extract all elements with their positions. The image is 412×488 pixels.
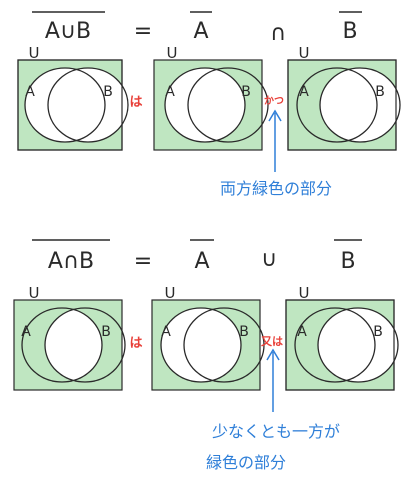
equals-sign: =: [134, 249, 152, 274]
union-operator: ∪: [261, 247, 277, 272]
annotation-note-line-2: 緑色の部分: [206, 453, 286, 472]
universe-label: U: [167, 44, 178, 62]
venn-panel-not-b: U A B: [287, 44, 401, 151]
set-a-label: A: [161, 324, 171, 340]
set-a-label: A: [297, 324, 307, 340]
set-b-circle: [44, 307, 126, 383]
set-b-label: B: [241, 84, 251, 100]
lhs-label: A∩B: [48, 249, 94, 274]
connector-wa: は: [129, 336, 142, 351]
connector-mataha: 又は: [260, 335, 283, 348]
set-b-circle: [187, 67, 269, 143]
annotation-arrow-head: [268, 109, 282, 122]
set-a-circle: [294, 307, 376, 383]
set-b-label: B: [103, 84, 113, 100]
set-b-circle: [319, 67, 401, 143]
annotation-note: 両方緑色の部分: [220, 179, 332, 198]
rhs-b-label: B: [340, 249, 355, 274]
venn-panel-lhs: U A B: [17, 44, 129, 151]
intersection-operator: ∩: [270, 21, 286, 46]
set-b-circle: [47, 67, 129, 143]
set-a-circle: [160, 307, 242, 383]
venn-panel-not-a: U A B: [153, 44, 269, 151]
set-a-circle-fill: [161, 308, 241, 382]
venn-panel-lhs: U A B: [13, 284, 126, 391]
annotation-note-line-1: 少なくとも一方が: [212, 422, 340, 441]
set-b-circle: [317, 307, 399, 383]
universe-label: U: [29, 284, 40, 302]
set-a-circle: [164, 67, 246, 143]
set-a-circle: [24, 67, 106, 143]
set-a-label: A: [25, 84, 35, 100]
rhs-b-label: B: [342, 19, 357, 44]
top-law: A∪B = A ∩ B U A B は U A B: [17, 11, 401, 198]
rhs-a-label: A: [193, 19, 208, 44]
set-b-label: B: [239, 324, 249, 340]
set-a-label: A: [299, 84, 309, 100]
venn-panel-not-b: U A B: [285, 284, 399, 391]
set-a-label: A: [21, 324, 31, 340]
universe-label: U: [299, 44, 310, 62]
set-b-label: B: [101, 324, 111, 340]
rhs-a-label: A: [194, 249, 209, 274]
venn-panel-not-a: U A B: [151, 284, 265, 391]
intersection-lens-fill: [45, 308, 102, 382]
connector-wa: は: [129, 95, 142, 110]
set-b-circle-fill: [48, 68, 128, 142]
set-a-circle: [21, 307, 103, 383]
set-b-label: B: [375, 84, 385, 100]
equals-sign: =: [134, 19, 152, 44]
set-a-label: A: [165, 84, 175, 100]
set-a-circle-fill: [165, 68, 245, 142]
set-b-circle-fill: [318, 308, 398, 382]
bottom-law: A∩B = A ∪ B U A B は U A B 又は: [13, 239, 399, 472]
lhs-label: A∪B: [45, 19, 91, 44]
universe-label: U: [165, 284, 176, 302]
universe-label: U: [299, 284, 310, 302]
set-b-circle-fill: [320, 68, 400, 142]
set-b-label: B: [373, 324, 383, 340]
annotation-arrow-head: [266, 348, 280, 361]
set-a-circle: [296, 67, 378, 143]
set-b-circle: [183, 307, 265, 383]
universe-label: U: [29, 44, 40, 62]
connector-katsu: かつ: [264, 95, 284, 107]
